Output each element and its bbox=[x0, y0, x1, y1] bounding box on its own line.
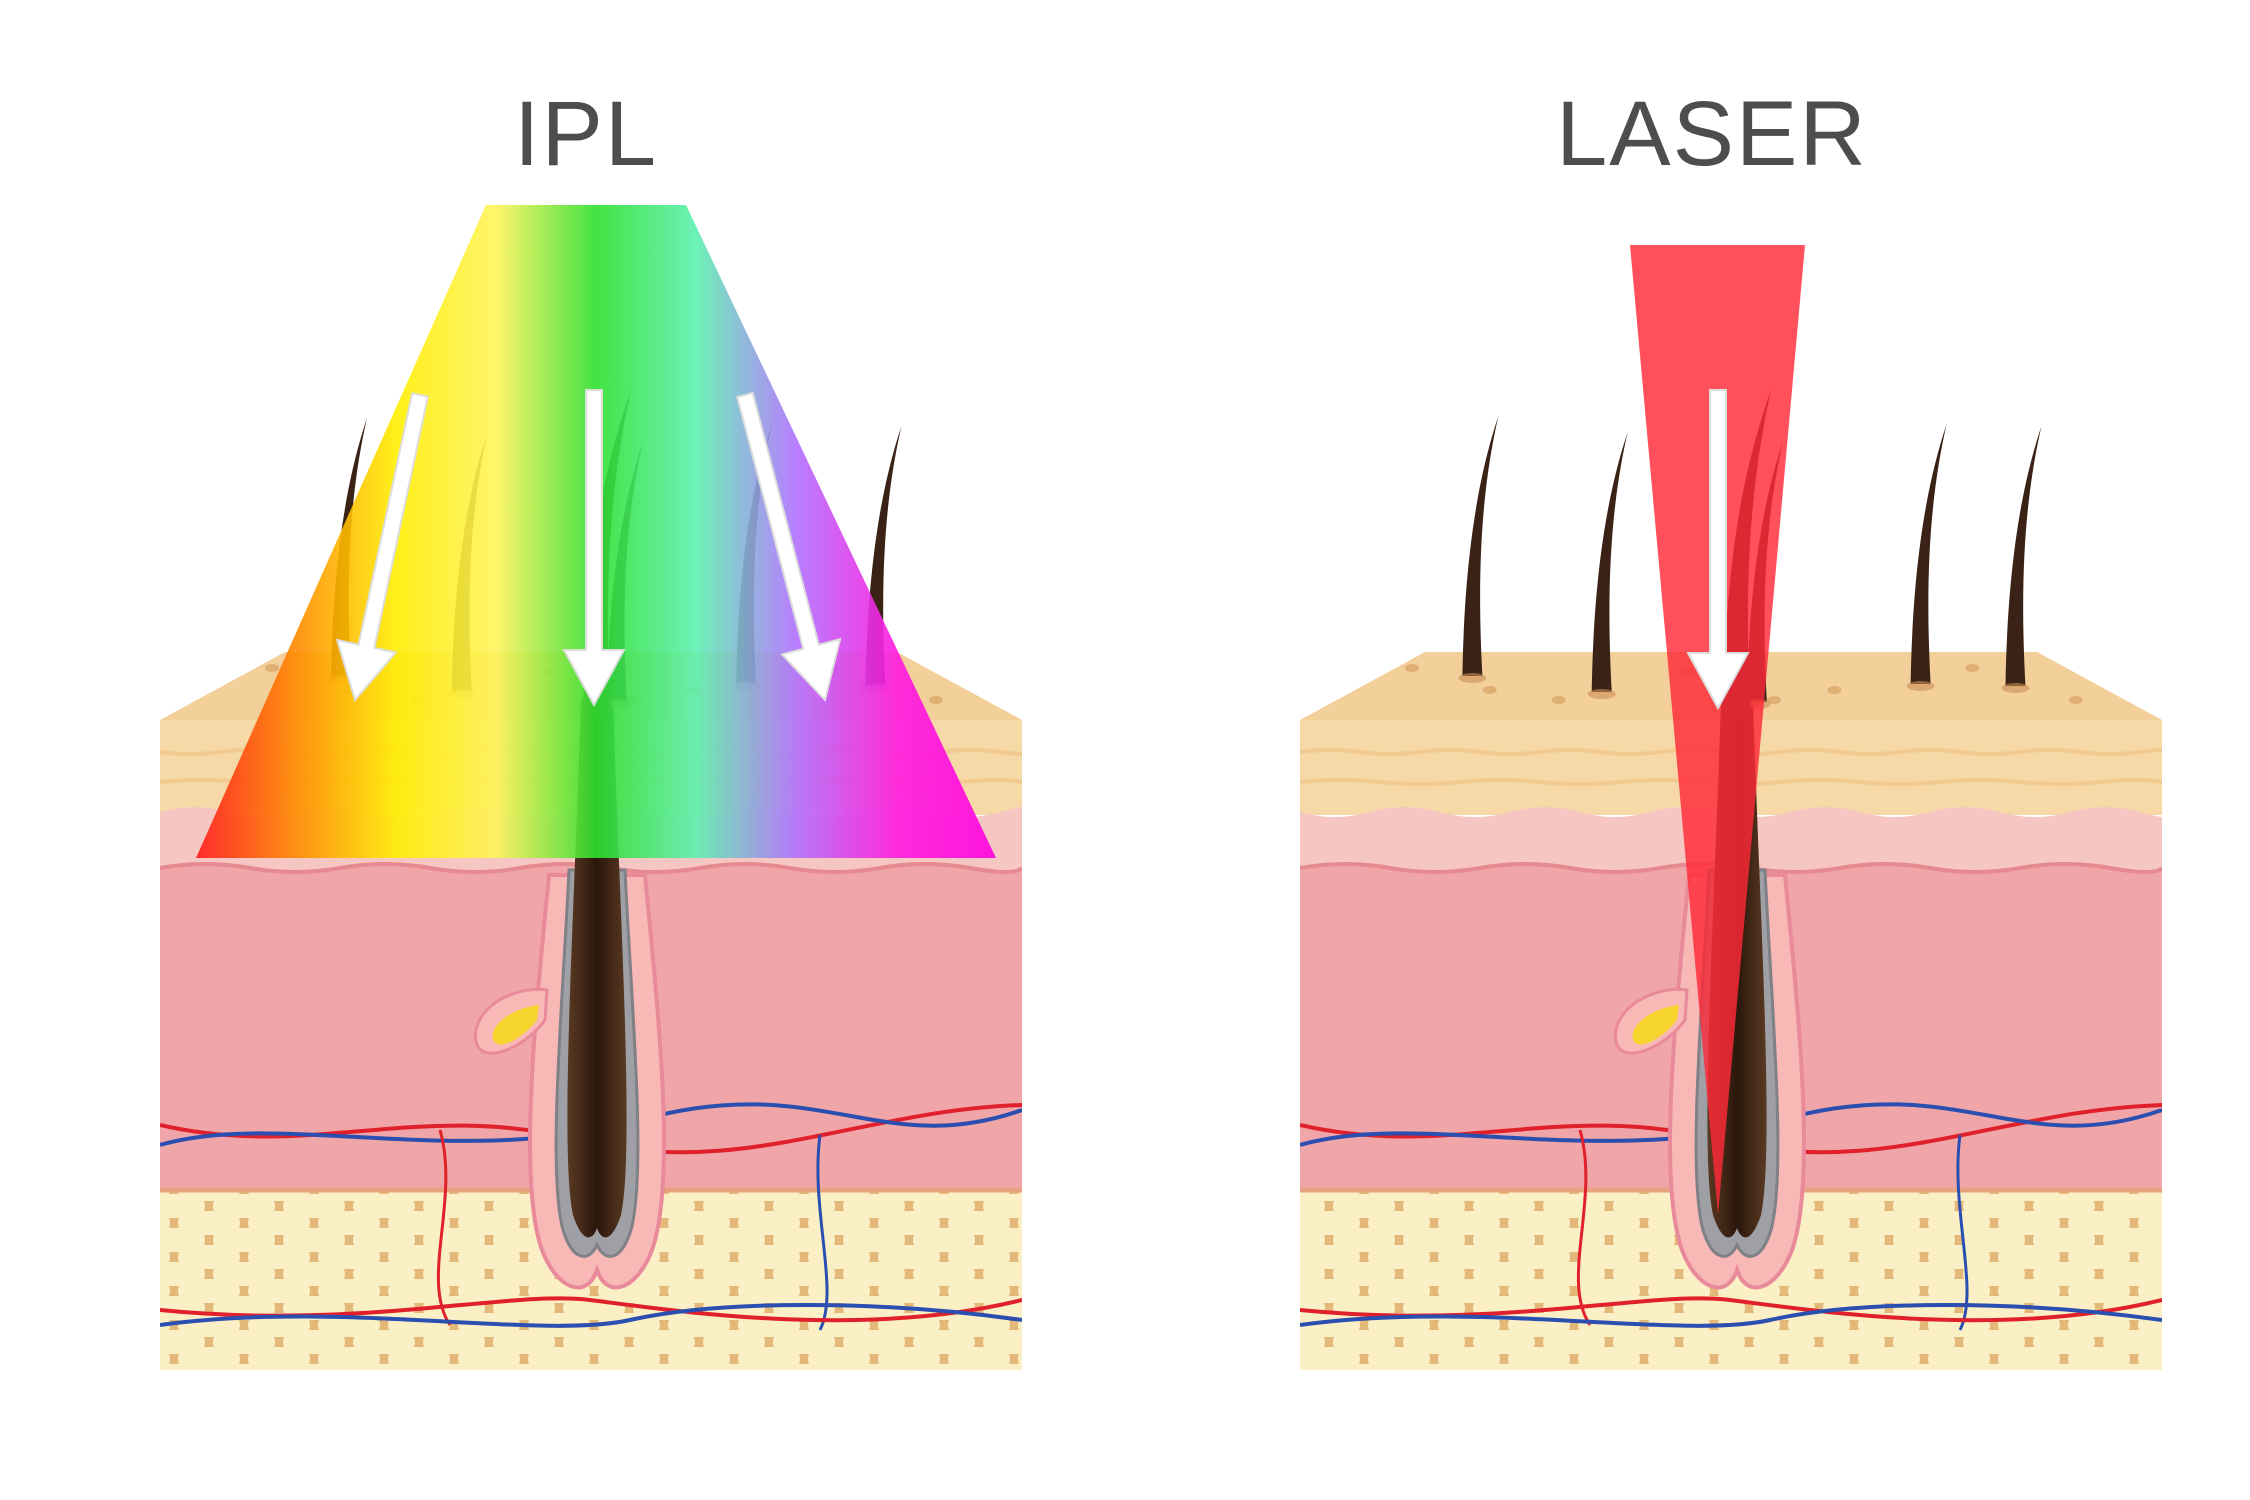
sebum bbox=[1632, 1005, 1679, 1045]
ipl-title: IPL bbox=[513, 83, 659, 185]
deep-artery bbox=[1300, 1296, 2162, 1323]
skin-pore bbox=[1482, 686, 1497, 694]
deep-artery bbox=[160, 1296, 1022, 1323]
skin-pore bbox=[265, 664, 280, 672]
skin-pore bbox=[1551, 696, 1566, 704]
skin-pore bbox=[2068, 696, 2083, 704]
hair-shaft bbox=[1910, 424, 1947, 684]
deep-vein bbox=[160, 1303, 1022, 1328]
ipl-arrow-center bbox=[562, 389, 626, 708]
hair-shaft bbox=[2005, 426, 2042, 686]
skin-pore bbox=[1965, 664, 1980, 672]
ipl-skin-section bbox=[160, 205, 1022, 1370]
vein-branch bbox=[816, 1134, 829, 1331]
hair-pore bbox=[2001, 683, 2030, 693]
laser-title: LASER bbox=[1556, 83, 1868, 185]
skin-pore bbox=[928, 696, 943, 704]
deep-vein bbox=[1300, 1303, 2162, 1328]
skin-pore bbox=[1767, 696, 1782, 704]
hair-pore bbox=[1906, 681, 1935, 691]
skin-pore bbox=[1827, 686, 1842, 694]
hair-shaft bbox=[1591, 432, 1628, 692]
laser-light-beam bbox=[1630, 245, 1805, 1215]
laser-skin-section bbox=[1300, 245, 2162, 1370]
vein-branch bbox=[1956, 1134, 1969, 1331]
sebum bbox=[492, 1005, 539, 1045]
ipl-arrow-left bbox=[335, 392, 430, 703]
hair-pore bbox=[1587, 689, 1616, 699]
ipl-arrow-right bbox=[736, 391, 842, 703]
hair-shaft bbox=[1462, 416, 1499, 676]
hair-pore bbox=[1458, 673, 1487, 683]
skin-pore bbox=[1405, 664, 1420, 672]
laser-arrow bbox=[1686, 389, 1750, 711]
